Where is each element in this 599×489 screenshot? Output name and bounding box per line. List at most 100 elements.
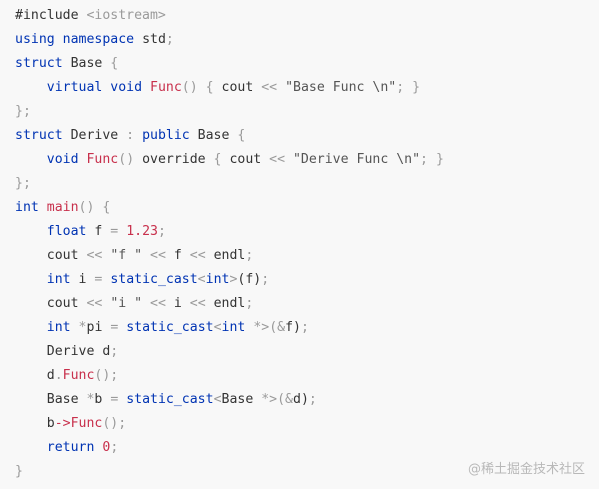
code-token: virtual bbox=[46, 80, 103, 95]
code-token: Func bbox=[62, 368, 95, 383]
code-line: struct Base { bbox=[15, 52, 599, 76]
code-token: static_cast bbox=[126, 320, 214, 335]
code-token: Base bbox=[62, 56, 111, 71]
code-token: { bbox=[237, 128, 246, 143]
code-token: std bbox=[134, 32, 166, 47]
code-token: } bbox=[412, 80, 421, 95]
code-token: * bbox=[78, 320, 87, 335]
code-token: i bbox=[165, 296, 190, 311]
code-token: ; bbox=[245, 296, 254, 311]
code-token: cout bbox=[15, 296, 87, 311]
code-token: d bbox=[15, 368, 55, 383]
watermark: @稀土掘金技术社区 bbox=[467, 462, 585, 477]
code-line: d.Func(); bbox=[15, 364, 599, 388]
code-token: pi bbox=[86, 320, 111, 335]
code-line: cout << "f " << f << endl; bbox=[15, 244, 599, 268]
code-token: (); bbox=[94, 368, 119, 383]
code-token: << bbox=[150, 248, 166, 263]
code-token: int bbox=[46, 272, 71, 287]
code-token: : bbox=[126, 128, 135, 143]
code-token bbox=[142, 248, 150, 263]
code-token bbox=[39, 200, 47, 215]
code-token: 0 bbox=[102, 440, 111, 455]
code-token: d) bbox=[293, 392, 309, 407]
code-token bbox=[71, 320, 79, 335]
code-token: > bbox=[229, 272, 238, 287]
code-token: int bbox=[46, 320, 71, 335]
code-token: ; bbox=[420, 152, 428, 167]
code-token: { bbox=[110, 56, 119, 71]
code-line: } bbox=[15, 460, 599, 484]
code-line: cout << "i " << i << endl; bbox=[15, 292, 599, 316]
code-token: using bbox=[15, 32, 55, 47]
code-token: *>( bbox=[253, 320, 278, 335]
code-token: << bbox=[269, 152, 286, 167]
code-token: Base bbox=[15, 392, 87, 407]
code-token: ; bbox=[308, 392, 317, 407]
code-token: () bbox=[118, 152, 135, 167]
code-token bbox=[404, 80, 412, 95]
code-token: } bbox=[435, 152, 444, 167]
code-token: * bbox=[86, 392, 95, 407]
code-token: f bbox=[165, 248, 190, 263]
code-line: float f = 1.23; bbox=[15, 220, 599, 244]
code-token bbox=[134, 128, 142, 143]
code-token: Base bbox=[221, 392, 262, 407]
code-token: << bbox=[189, 248, 206, 263]
code-token: < bbox=[213, 320, 222, 335]
code-token: Func bbox=[86, 152, 119, 167]
code-token: int bbox=[205, 272, 230, 287]
code-token: }; bbox=[15, 104, 31, 119]
code-token: ; bbox=[110, 440, 119, 455]
code-token: = bbox=[110, 392, 119, 407]
code-token: cout bbox=[221, 152, 270, 167]
code-token: { bbox=[102, 200, 111, 215]
code-token bbox=[142, 296, 150, 311]
code-token: 1.23 bbox=[126, 224, 158, 239]
code-token: int bbox=[15, 200, 39, 215]
code-token: Base bbox=[189, 128, 238, 143]
code-line: int *pi = static_cast<int *>(&f); bbox=[15, 316, 599, 340]
code-token bbox=[15, 80, 47, 95]
code-token: () bbox=[78, 200, 95, 215]
code-token: = bbox=[110, 224, 119, 239]
code-token: }; bbox=[15, 176, 31, 191]
code-token: << bbox=[86, 248, 103, 263]
code-token: << bbox=[86, 296, 103, 311]
code-token bbox=[55, 32, 63, 47]
code-token bbox=[15, 320, 47, 335]
code-line: using namespace std; bbox=[15, 28, 599, 52]
code-token: (f) bbox=[237, 272, 262, 287]
code-token: int bbox=[221, 320, 246, 335]
code-line: Base *b = static_cast<Base *>(&d); bbox=[15, 388, 599, 412]
code-token bbox=[15, 152, 47, 167]
code-line: Derive d; bbox=[15, 340, 599, 364]
code-token: . bbox=[54, 368, 63, 383]
code-token: f bbox=[86, 224, 111, 239]
code-token: endl bbox=[205, 296, 246, 311]
code-token: public bbox=[142, 128, 190, 143]
code-token: Derive bbox=[62, 128, 127, 143]
code-line: #include <iostream> bbox=[15, 4, 599, 28]
code-token: = bbox=[110, 320, 119, 335]
code-token: "f " bbox=[110, 248, 143, 263]
code-token: b bbox=[15, 416, 55, 431]
code-token: override bbox=[134, 152, 214, 167]
code-token bbox=[15, 440, 47, 455]
code-token: f) bbox=[285, 320, 301, 335]
code-token: (); bbox=[102, 416, 127, 431]
code-token bbox=[198, 80, 206, 95]
code-token: *>( bbox=[261, 392, 286, 407]
code-token bbox=[15, 272, 47, 287]
code-token: ; bbox=[110, 344, 119, 359]
code-token bbox=[118, 224, 126, 239]
code-token: struct bbox=[15, 56, 63, 71]
code-token: Derive d bbox=[15, 344, 111, 359]
code-line: return 0; bbox=[15, 436, 599, 460]
code-token: << bbox=[261, 80, 278, 95]
code-token: static_cast bbox=[126, 392, 214, 407]
code-token: "Derive Func \n" bbox=[292, 152, 421, 167]
code-token: b bbox=[94, 392, 111, 407]
code-token: void bbox=[46, 152, 79, 167]
code-token: & bbox=[277, 320, 286, 335]
